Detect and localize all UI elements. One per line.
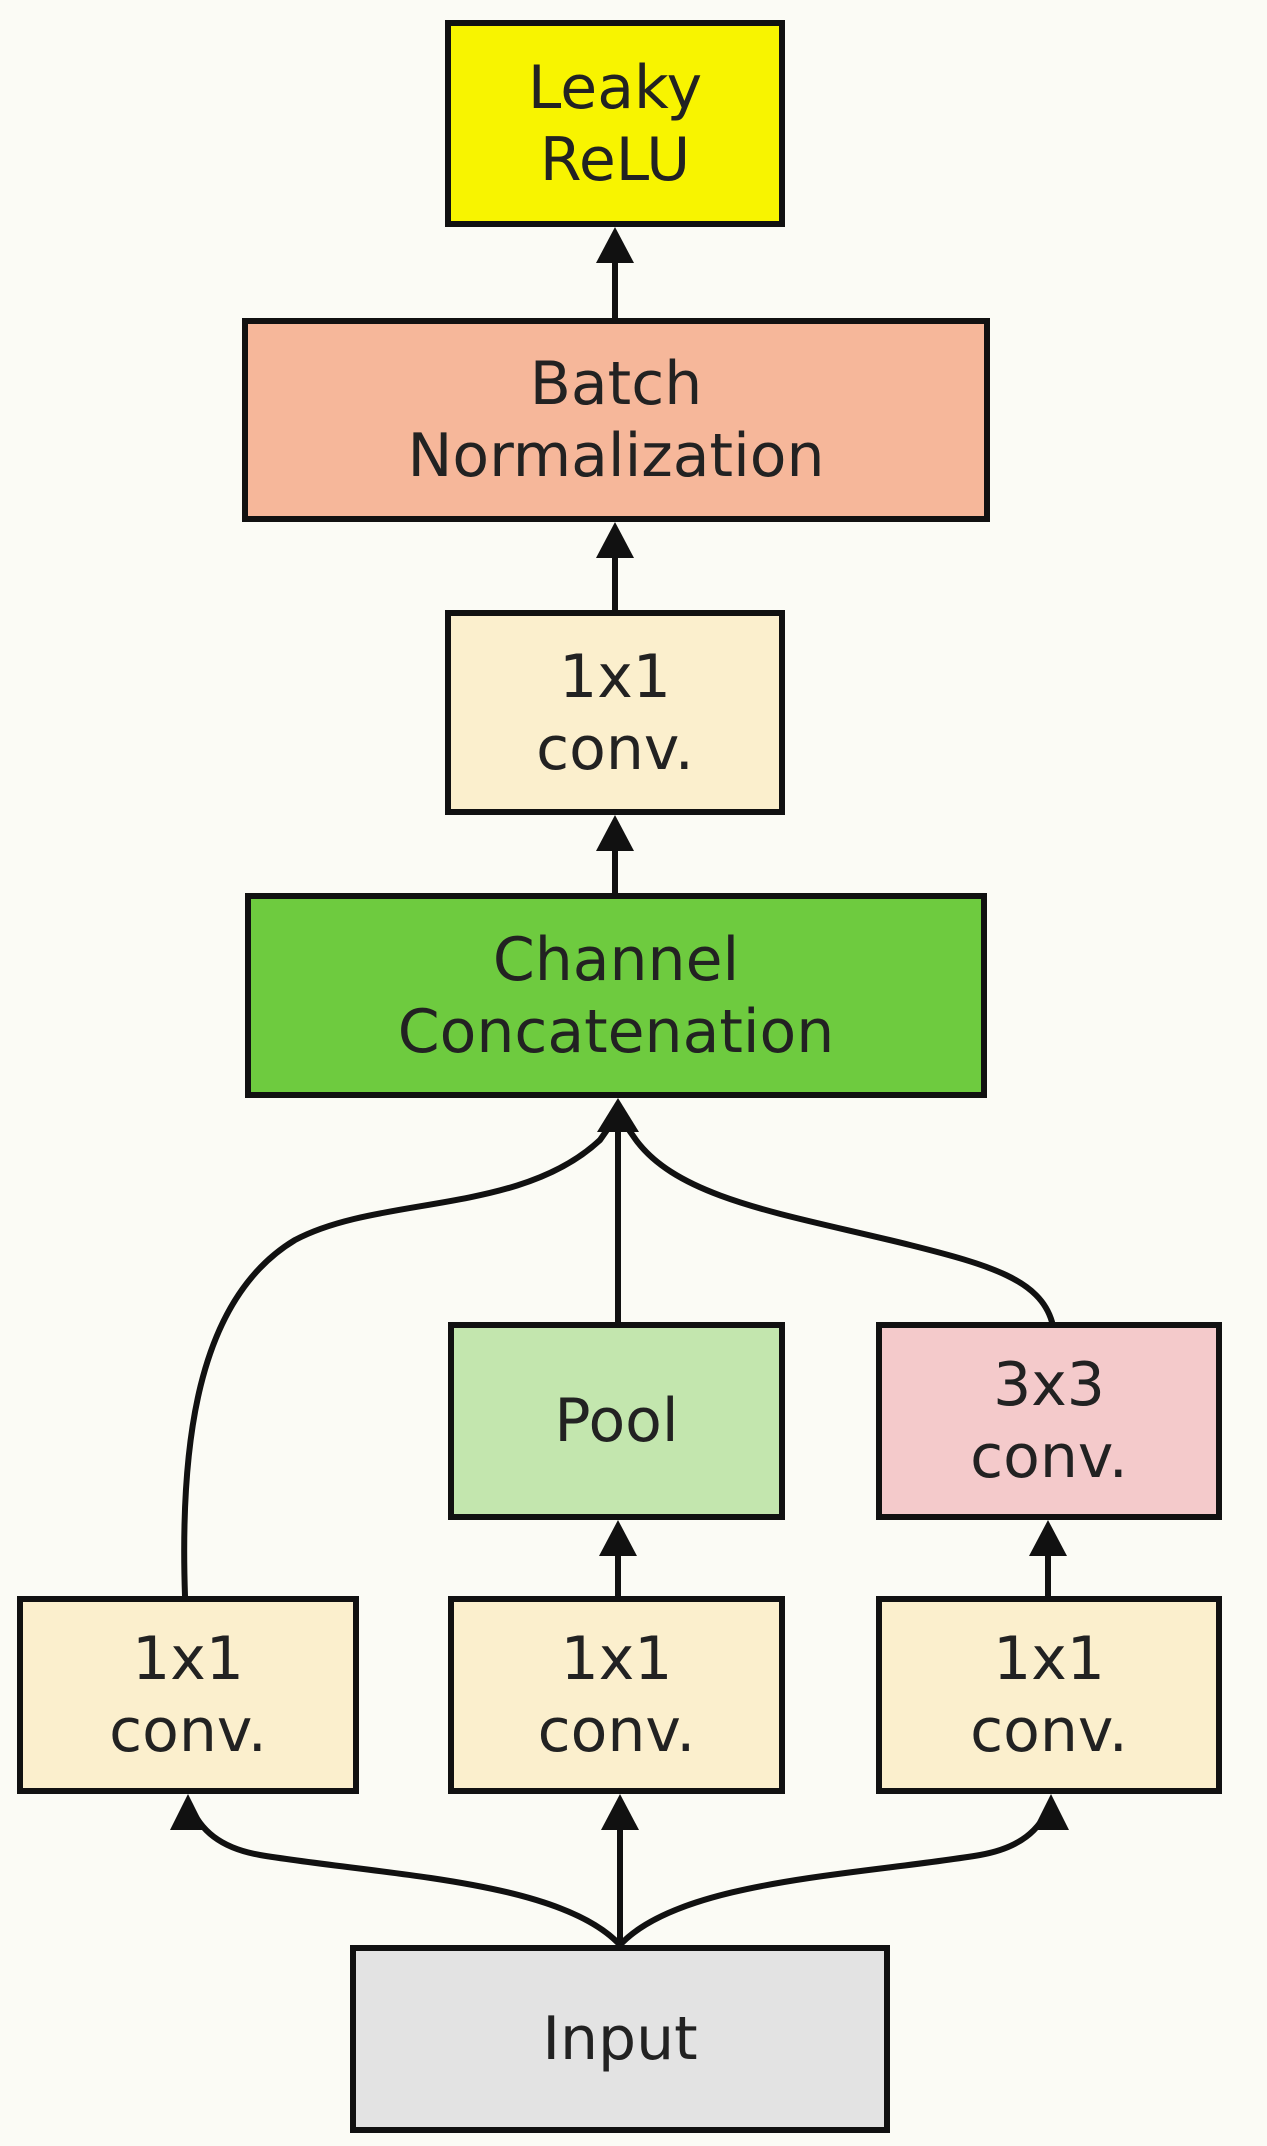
- arrowhead-conv-right: [1033, 1794, 1069, 1830]
- conv-1x1-right-node: 1x1 conv.: [876, 1596, 1222, 1794]
- arrowhead-batch-norm: [596, 522, 634, 558]
- arrowhead-conv-mid: [601, 1794, 639, 1830]
- edge-input-to-conv-right: [617, 1802, 1053, 1948]
- edge-conv3x3-to-concat: [619, 1117, 1055, 1325]
- conv-1x1-left-node: 1x1 conv.: [17, 1596, 359, 1794]
- input-node: Input: [350, 1945, 890, 2133]
- arrowhead-leaky-relu: [596, 227, 634, 263]
- edge-conv-left-to-concat: [181, 1117, 617, 1599]
- arrowhead-conv-top: [596, 815, 634, 851]
- arrowhead-concat: [597, 1098, 639, 1132]
- conv-1x1-top-node: 1x1 conv.: [445, 610, 785, 815]
- edge-input-to-conv-left: [187, 1802, 623, 1948]
- arrowhead-conv3x3: [1029, 1520, 1067, 1556]
- batch-normalization-node: Batch Normalization: [242, 318, 990, 522]
- conv-1x1-middle-node: 1x1 conv.: [448, 1596, 785, 1794]
- leaky-relu-node: Leaky ReLU: [445, 20, 785, 227]
- arrowhead-pool: [599, 1520, 637, 1556]
- arrowhead-conv-left: [170, 1794, 206, 1830]
- channel-concatenation-node: Channel Concatenation: [245, 893, 987, 1098]
- pool-node: Pool: [448, 1322, 785, 1520]
- conv-3x3-node: 3x3 conv.: [876, 1322, 1222, 1520]
